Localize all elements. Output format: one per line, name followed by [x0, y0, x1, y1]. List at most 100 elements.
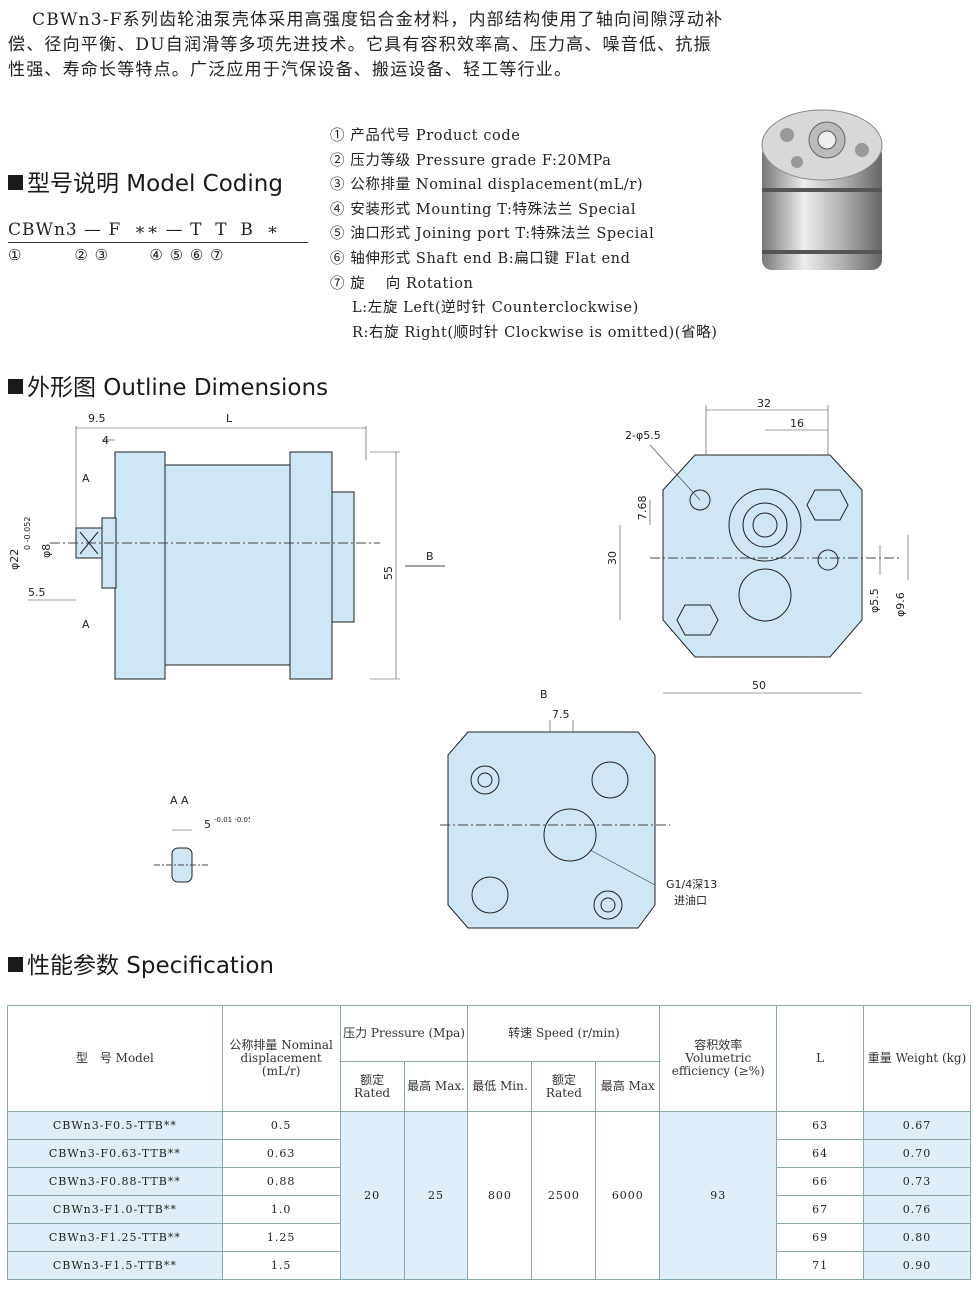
- hdr-model: 型 号 Model: [7, 1005, 223, 1112]
- dim-32: 32: [757, 397, 771, 410]
- cell-speed-rated: 2500: [531, 1111, 597, 1280]
- cell-model: CBWn3-F0.63-TTB**: [7, 1139, 223, 1168]
- hdr-max: 最高 Max.: [403, 1061, 469, 1112]
- cell-weight: 0.76: [863, 1195, 971, 1224]
- spec-table: 型 号 Model 公称排量 Nominal displacement (mL/…: [7, 1005, 971, 1280]
- dim-7-5: 7.5: [552, 708, 570, 721]
- cell-weight: 0.67: [863, 1111, 971, 1140]
- key-tolerance: -0.01 -0.05: [214, 816, 250, 824]
- intro-paragraph: CBWn3-F系列齿轮油泵壳体采用高强度铝合金材料，内部结构使用了轴向间隙浮动补…: [8, 10, 724, 80]
- cell-speed-max: 6000: [595, 1111, 661, 1280]
- dim-30: 30: [606, 551, 619, 565]
- model-coding-title-text: 型号说明 Model Coding: [27, 171, 283, 197]
- square-bullet-icon: [8, 175, 23, 190]
- cell-disp: 1.5: [221, 1251, 341, 1280]
- spec-title-text: 性能参数 Specification: [27, 953, 274, 979]
- hdr-min: 最低 Min.: [467, 1061, 533, 1112]
- cell-L: 66: [776, 1167, 865, 1196]
- section-a-bottom: A: [82, 618, 90, 631]
- port-label: 进油口: [674, 893, 707, 907]
- cell-L: 69: [776, 1223, 865, 1252]
- view-b-title: B: [540, 688, 548, 701]
- code-item: ⑥ 轴伸形式 Shaft end B:扁口键 Flat end: [330, 250, 631, 267]
- code-item: R:右旋 Right(顺时针 Clockwise is omitted)(省略): [352, 324, 718, 341]
- cell-L: 63: [776, 1111, 865, 1140]
- cell-weight: 0.73: [863, 1167, 971, 1196]
- dim-L: L: [226, 412, 233, 425]
- cell-min: 800: [467, 1111, 533, 1280]
- cell-disp: 1.25: [221, 1223, 341, 1252]
- code-item: ③ 公称排量 Nominal displacement(mL/r): [330, 177, 644, 194]
- cell-efficiency: 93: [659, 1111, 778, 1280]
- front-view-drawing: 32 16 2-φ5.5 7.68 30 φ5.5 φ9.6 50: [606, 397, 909, 694]
- code-item: ⑦ 旋 向 Rotation: [330, 275, 474, 292]
- hdr-rated: 额定 Rated: [339, 1061, 405, 1112]
- table-row: CBWn3-F0.63-TTB** 0.63 64 0.70: [7, 1139, 971, 1168]
- square-bullet-icon: [8, 379, 23, 394]
- cell-max: 25: [403, 1111, 469, 1280]
- hdr-speed-max: 最高 Max: [595, 1061, 661, 1112]
- cell-model: CBWn3-F1.5-TTB**: [7, 1251, 223, 1280]
- cell-rated: 20: [339, 1111, 405, 1280]
- cell-L: 67: [776, 1195, 865, 1224]
- dim-9-5: 9.5: [88, 412, 106, 425]
- section-aa-label: A A: [170, 794, 189, 807]
- cell-model: CBWn3-F1.0-TTB**: [7, 1195, 223, 1224]
- dim-4: 4: [102, 434, 109, 447]
- pump-photo: [761, 109, 883, 270]
- table-row: CBWn3-F1.25-TTB** 1.25 69 0.80: [7, 1223, 971, 1252]
- hdr-speed-rated: 额定 Rated: [531, 1061, 597, 1112]
- cell-L: 64: [776, 1139, 865, 1168]
- code-item: ⑤ 油口形式 Joining port T:特殊法兰 Special: [330, 226, 655, 243]
- dim-phi22-tol: 0 -0.052: [23, 517, 32, 550]
- code-item: ① 产品代号 Product code: [330, 128, 521, 144]
- port-spec: G1/4深13: [666, 878, 717, 891]
- dim-16: 16: [790, 417, 804, 430]
- dim-50: 50: [752, 679, 766, 692]
- view-b-label: B: [426, 550, 434, 563]
- cell-model: CBWn3-F1.25-TTB**: [7, 1223, 223, 1252]
- hdr-speed: 转速 Speed (r/min): [467, 1005, 661, 1062]
- hdr-L: L: [776, 1005, 865, 1112]
- table-row: CBWn3-F1.5-TTB** 1.5 71 0.90: [7, 1251, 971, 1280]
- section-a-top: A: [82, 472, 90, 485]
- model-code-top: CBWn3 — F ∗∗ — T T B ∗: [8, 220, 308, 243]
- cell-weight: 0.90: [863, 1251, 971, 1280]
- model-code-list: ① 产品代号 Product code ② 压力等级 Pressure grad…: [330, 124, 718, 345]
- cell-disp: 1.0: [221, 1195, 341, 1224]
- code-item: ④ 安装形式 Mounting T:特殊法兰 Special: [330, 201, 637, 218]
- dim-phi8: φ8: [40, 544, 53, 558]
- hdr-efficiency: 容积效率 Volumetric efficiency (≥%): [659, 1005, 778, 1112]
- table-row: CBWn3-F0.88-TTB** 0.88 66 0.73: [7, 1167, 971, 1196]
- table-row: CBWn3-F0.5-TTB** 0.5 20 25 800 2500 6000…: [7, 1111, 971, 1280]
- key-width: 5: [204, 818, 211, 831]
- hdr-displacement: 公称排量 Nominal displacement (mL/r): [221, 1005, 341, 1112]
- cell-disp: 0.63: [221, 1139, 341, 1168]
- cell-disp: 0.88: [221, 1167, 341, 1196]
- view-b-drawing: B 7.5 G1/4深13 进油口: [440, 688, 717, 929]
- model-coding-title: 型号说明 Model Coding: [8, 164, 283, 198]
- dim-holes: 2-φ5.5: [625, 429, 661, 442]
- cell-weight: 0.80: [863, 1223, 971, 1252]
- hdr-pressure: 压力 Pressure (Mpa): [339, 1005, 469, 1062]
- dim-phi9-6: φ9.6: [894, 592, 907, 617]
- cell-disp: 0.5: [221, 1111, 341, 1140]
- side-view-drawing: 9.5 L 4 A A φ22 0 -0.052 φ8 5.5 55 B: [8, 412, 445, 680]
- cell-L: 71: [776, 1251, 865, 1280]
- hdr-weight: 重量 Weight (kg): [863, 1005, 971, 1112]
- dim-5-5: 5.5: [28, 586, 46, 599]
- spec-title: 性能参数 Specification: [8, 946, 274, 980]
- code-item: L:左旋 Left(逆时针 Counterclockwise): [352, 300, 639, 317]
- outline-title-text: 外形图 Outline Dimensions: [27, 375, 329, 401]
- cell-weight: 0.70: [863, 1139, 971, 1168]
- outline-title: 外形图 Outline Dimensions: [8, 368, 328, 402]
- code-item: ② 压力等级 Pressure grade F:20MPa: [330, 152, 612, 169]
- model-code-bottom: ① ② ③ ④ ⑤ ⑥ ⑦: [8, 246, 225, 264]
- model-code: CBWn3 — F ∗∗ — T T B ∗ ① ② ③ ④ ⑤ ⑥ ⑦: [8, 220, 308, 264]
- dim-phi22: φ22: [8, 549, 21, 570]
- square-bullet-icon: [8, 957, 23, 972]
- dim-7-68: 7.68: [636, 496, 649, 521]
- section-aa-drawing: A A 5 -0.01 -0.05: [154, 794, 250, 883]
- dim-55: 55: [382, 566, 395, 580]
- cell-model: CBWn3-F0.88-TTB**: [7, 1167, 223, 1196]
